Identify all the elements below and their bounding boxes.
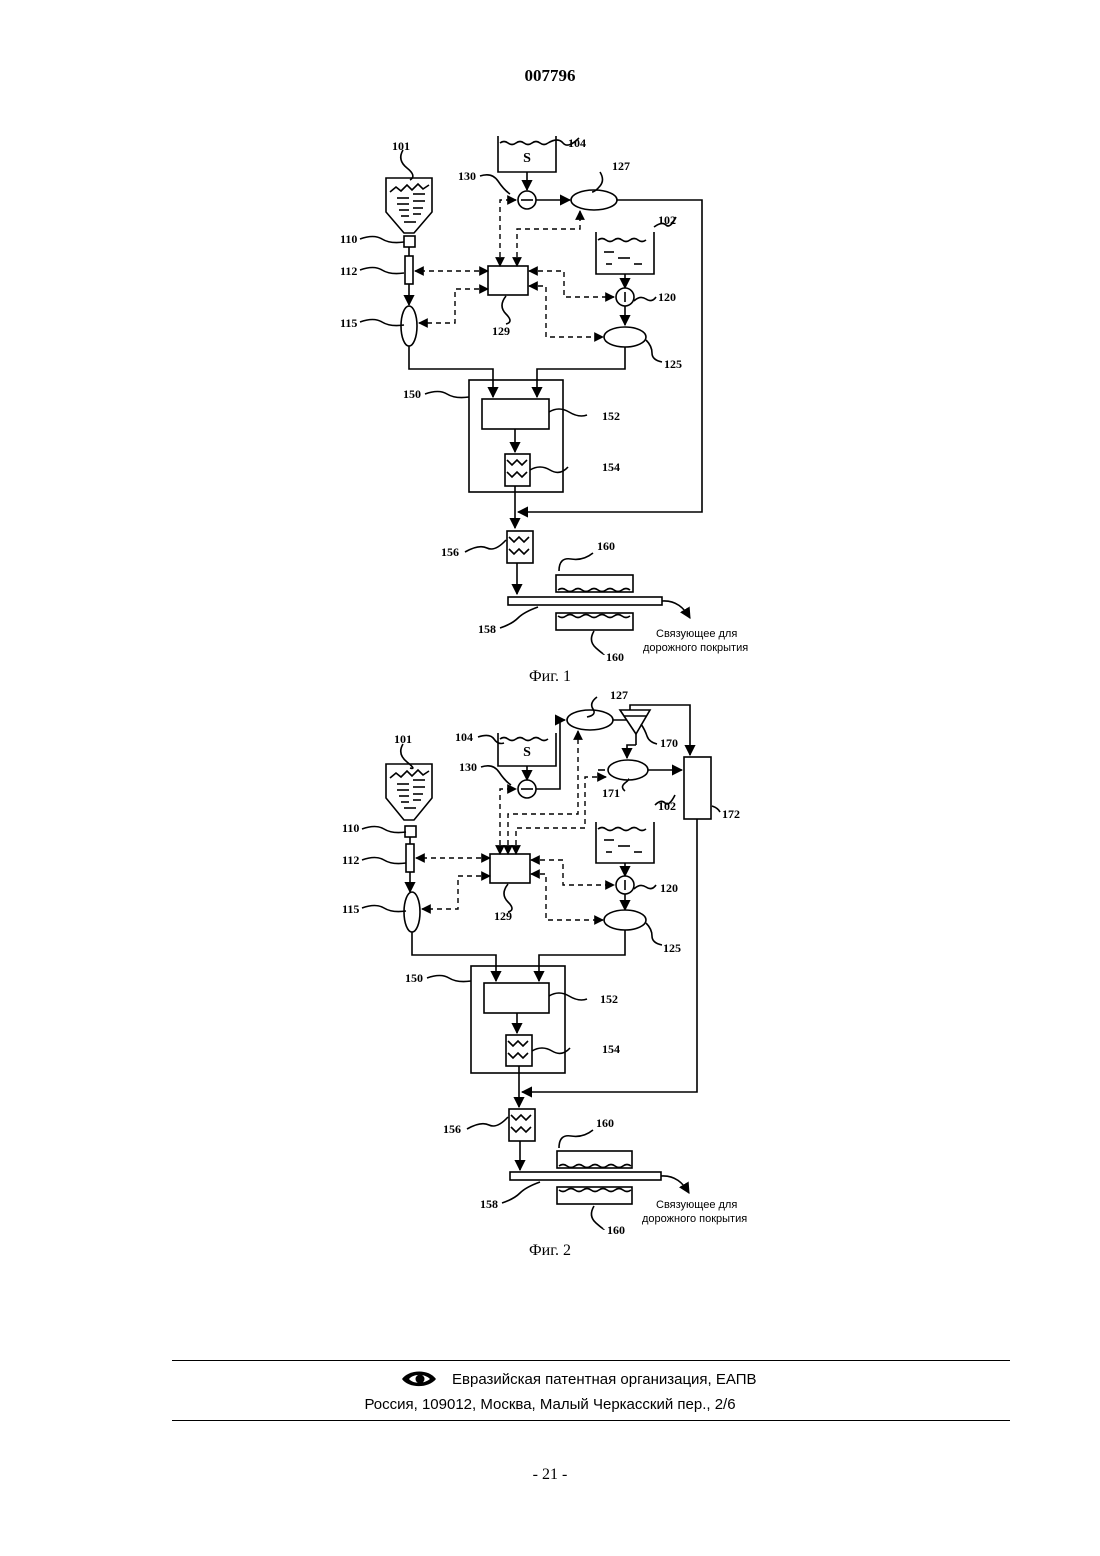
reference-label-156: 156 — [441, 545, 459, 559]
reference-label-125: 125 — [663, 941, 681, 955]
mill-156 — [509, 1109, 535, 1141]
meter-125 — [604, 910, 646, 930]
meter-125 — [604, 327, 646, 347]
page-number: - 21 - — [0, 1466, 1100, 1484]
reference-label-125: 125 — [664, 357, 682, 371]
controller-129 — [490, 854, 530, 883]
reference-label-110: 110 — [340, 232, 357, 246]
meter-127 — [571, 190, 617, 210]
meter-171 — [608, 760, 648, 780]
reference-label-127: 127 — [610, 688, 628, 702]
mill-156 — [507, 531, 533, 563]
hopper-101 — [386, 764, 432, 820]
reference-label-152: 152 — [602, 409, 620, 423]
reference-label-129: 129 — [492, 324, 510, 338]
reference-label-127: 127 — [612, 159, 630, 173]
reference-label-154: 154 — [602, 1042, 620, 1056]
output-label-line1: Связующее для — [656, 1199, 737, 1211]
cyclone-170 — [620, 710, 650, 745]
reference-label-154: 154 — [602, 460, 620, 474]
organization-name: Евразийская патентная организация, ЕАПВ — [452, 1371, 757, 1388]
reference-label-171: 171 — [602, 786, 620, 800]
tank-102 — [596, 822, 654, 863]
reference-label-112: 112 — [340, 264, 357, 278]
reference-label-158: 158 — [480, 1197, 498, 1211]
reference-label-115: 115 — [342, 902, 359, 916]
control-signals — [416, 731, 614, 920]
reference-label-160: 160 — [606, 650, 624, 664]
reference-label-150: 150 — [403, 387, 421, 401]
reference-label-152: 152 — [600, 992, 618, 1006]
footer-address: Россия, 109012, Москва, Малый Черкасский… — [0, 1396, 1100, 1413]
reference-label-101: 101 — [394, 732, 412, 746]
reference-label-156: 156 — [443, 1122, 461, 1136]
reference-label-160: 160 — [597, 539, 615, 553]
reference-label-110: 110 — [342, 821, 359, 835]
output-label-line2: дорожного покрытия — [642, 1213, 747, 1225]
mixer-152 — [484, 983, 549, 1013]
vessel-172 — [684, 757, 711, 819]
feeder-110 — [404, 236, 415, 247]
footer-rule-bottom — [172, 1420, 1010, 1421]
reference-label-102: 102 — [658, 799, 676, 813]
reference-label-160: 160 — [596, 1116, 614, 1130]
figure-2: S — [342, 688, 747, 1259]
reference-label-172: 172 — [722, 807, 740, 821]
footer-rule-top — [172, 1360, 1010, 1361]
output-label-line2: дорожного покрытия — [643, 642, 748, 654]
reference-label-160: 160 — [607, 1223, 625, 1237]
controller-129 — [488, 266, 528, 295]
conveyor-158 — [508, 597, 662, 605]
heater-160-top — [557, 1151, 632, 1168]
reference-label-130: 130 — [458, 169, 476, 183]
meter-115 — [404, 892, 420, 932]
reference-label-130: 130 — [459, 760, 477, 774]
tank-102 — [596, 232, 654, 274]
reference-label-129: 129 — [494, 909, 512, 923]
figure-1-caption: Фиг. 1 — [529, 668, 571, 685]
conveyor-112 — [405, 256, 413, 284]
tank-104: S — [498, 136, 556, 172]
mixer-152 — [482, 399, 549, 429]
reference-label-170: 170 — [660, 736, 678, 750]
leader-lines — [362, 697, 720, 1229]
reference-label-102: 102 — [658, 213, 676, 227]
output-label-line1: Связующее для — [656, 628, 737, 640]
hopper-101 — [386, 178, 432, 233]
figure-1: S — [340, 136, 748, 685]
reference-label-115: 115 — [340, 316, 357, 330]
reference-label-104: 104 — [455, 730, 473, 744]
reference-label-104: 104 — [568, 136, 586, 150]
reference-label-158: 158 — [478, 622, 496, 636]
feeder-110 — [405, 826, 416, 837]
tank-symbol: S — [523, 151, 531, 166]
reference-label-112: 112 — [342, 853, 359, 867]
reference-label-101: 101 — [392, 139, 410, 153]
figure-2-caption: Фиг. 2 — [529, 1242, 571, 1259]
mill-154 — [505, 454, 530, 486]
reference-label-150: 150 — [405, 971, 423, 985]
tank-104: S — [498, 733, 556, 766]
eapo-eye-icon — [400, 1367, 438, 1391]
conveyor-158 — [510, 1172, 661, 1180]
tank-symbol: S — [523, 745, 531, 760]
reference-label-120: 120 — [660, 881, 678, 895]
conveyor-112 — [406, 844, 414, 872]
meter-127 — [567, 710, 613, 730]
mill-154 — [506, 1035, 532, 1066]
meter-115 — [401, 306, 417, 346]
footer-organization: Евразийская патентная организация, ЕАПВ — [400, 1367, 757, 1391]
reference-label-120: 120 — [658, 290, 676, 304]
